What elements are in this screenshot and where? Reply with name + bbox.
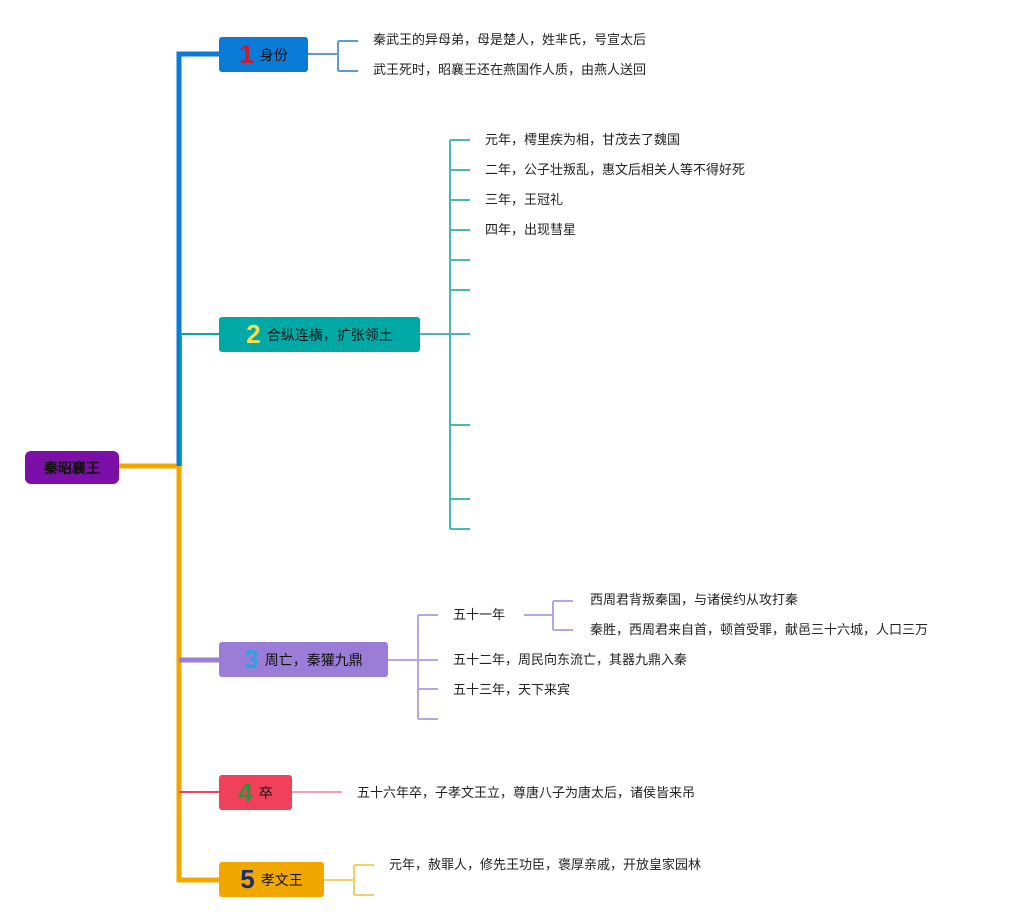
topic-node[interactable]: 二年，公子壮叛乱，惠文后相关人等不得好死 — [485, 163, 746, 178]
branch-label: 周亡，秦獾九鼎 — [264, 652, 363, 669]
branch-label: 合纵连横，扩张领土 — [266, 327, 393, 344]
topic-node[interactable]: 元年，樗里疾为相，甘茂去了魏国 — [485, 133, 681, 148]
number-icon: 2 — [246, 319, 261, 349]
branch-label: 卒 — [258, 785, 273, 802]
topic-node[interactable]: 五十二年，周民向东流亡，其器九鼎入秦 — [453, 653, 688, 668]
topic-node[interactable]: 武王死时，昭襄王还在燕国作人质，由燕人送回 — [373, 63, 647, 78]
branch-node-zhou-fall[interactable]: 3 周亡，秦獾九鼎 — [219, 642, 388, 677]
branch-label: 身份 — [259, 47, 288, 64]
number-icon: 4 — [238, 777, 253, 807]
topic-node[interactable]: 四年，出现彗星 — [485, 223, 577, 238]
subtopic-node[interactable]: 秦胜，西周君来自首，顿首受罪，献邑三十六城，人口三万 — [590, 623, 929, 638]
topic-node[interactable]: 秦武王的异母弟，母是楚人，姓芈氏，号宣太后 — [373, 33, 647, 48]
number-icon: 3 — [244, 644, 259, 674]
topic-node[interactable]: 五十三年，天下来宾 — [453, 683, 571, 698]
topic-node[interactable]: 五十六年卒，子孝文王立，尊唐八子为唐太后，诸侯皆来吊 — [357, 786, 696, 801]
branch-node-xiaowen[interactable]: 5 孝文王 — [219, 862, 324, 897]
root-label: 秦昭襄王 — [44, 460, 100, 477]
topic-node[interactable]: 五十一年 — [453, 608, 506, 623]
root-node[interactable]: 秦昭襄王 — [25, 451, 119, 484]
topic-node[interactable]: 三年，王冠礼 — [485, 193, 564, 208]
subtopic-node[interactable]: 西周君背叛秦国，与诸侯约从攻打秦 — [590, 593, 799, 608]
number-icon: 1 — [239, 39, 254, 69]
branch-node-identity[interactable]: 1 身份 — [219, 37, 308, 72]
number-icon: 5 — [240, 864, 255, 894]
topic-node[interactable]: 元年，赦罪人，修先王功臣，褒厚亲戚，开放皇家园林 — [389, 858, 702, 873]
branch-label: 孝文王 — [260, 872, 303, 889]
branch-node-expansion[interactable]: 2 合纵连横，扩张领土 — [219, 317, 420, 352]
